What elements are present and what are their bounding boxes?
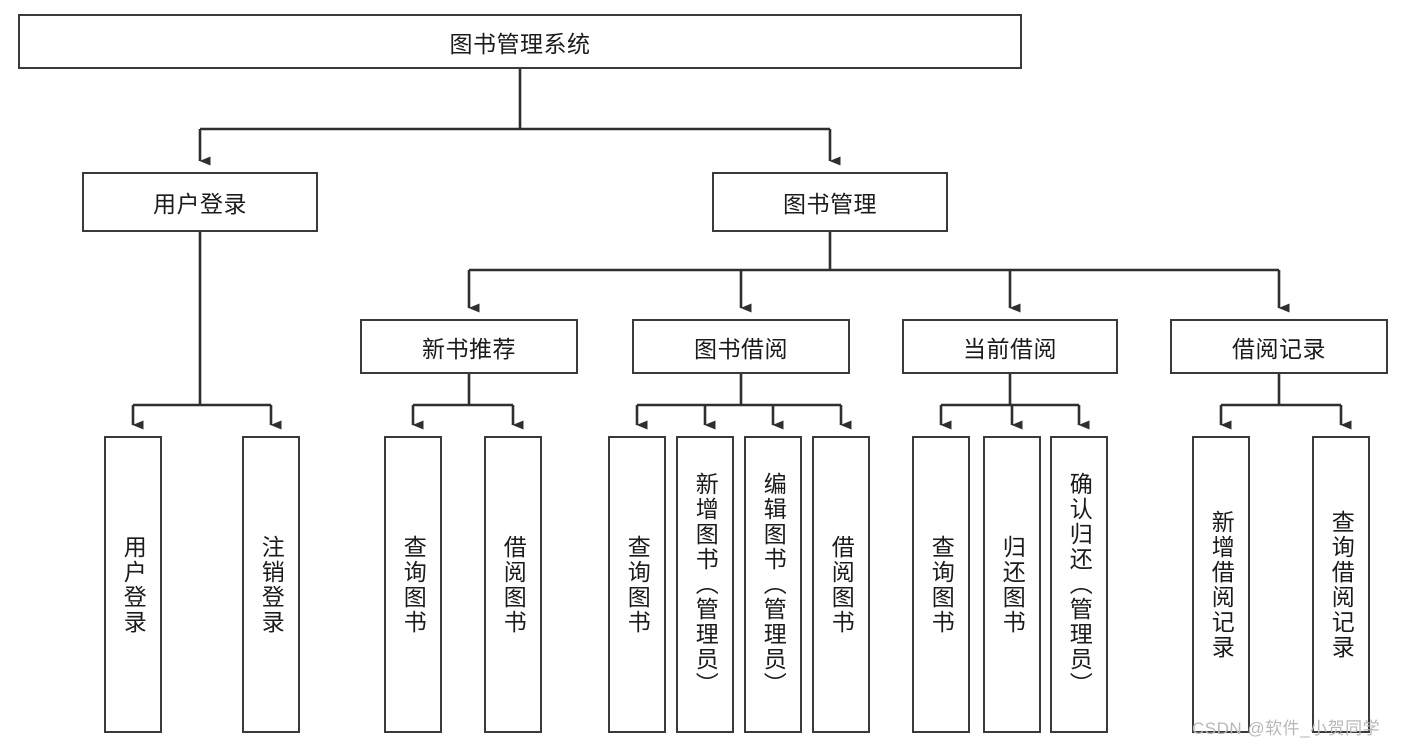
node-label: 新增图书（管理员） [692, 472, 719, 697]
leaf-record-add-record[interactable]: 新增借阅记录 [1192, 436, 1250, 733]
leaf-record-query-record[interactable]: 查询借阅记录 [1312, 436, 1370, 733]
node-book-borrow[interactable]: 图书借阅 [632, 319, 850, 374]
node-label: 注销登录 [258, 534, 285, 635]
node-root[interactable]: 图书管理系统 [18, 14, 1022, 69]
node-label: 借阅图书 [500, 534, 527, 635]
node-user-login[interactable]: 用户登录 [82, 172, 318, 232]
node-label: 查询借阅记录 [1328, 509, 1355, 660]
node-borrow-record[interactable]: 借阅记录 [1170, 319, 1388, 374]
node-label: 用户登录 [120, 534, 147, 635]
leaf-current-confirm-return[interactable]: 确认归还（管理员） [1050, 436, 1108, 733]
node-label: 当前借阅 [963, 335, 1057, 362]
node-label: 归还图书 [999, 534, 1026, 635]
node-label: 编辑图书（管理员） [760, 472, 787, 697]
leaf-user-login[interactable]: 用户登录 [104, 436, 162, 733]
node-label: 借阅记录 [1232, 335, 1326, 362]
node-label: 确认归还（管理员） [1066, 472, 1093, 697]
node-label: 用户登录 [153, 191, 247, 217]
node-label: 图书管理 [783, 191, 877, 217]
leaf-borrow-borrow-book[interactable]: 借阅图书 [812, 436, 870, 733]
leaf-newbook-borrow-book[interactable]: 借阅图书 [484, 436, 542, 733]
node-label: 借阅图书 [828, 534, 855, 635]
node-label: 查询图书 [624, 534, 651, 635]
node-label: 图书借阅 [694, 335, 788, 362]
leaf-newbook-query-book[interactable]: 查询图书 [384, 436, 442, 733]
node-book-management[interactable]: 图书管理 [712, 172, 948, 232]
node-label: 新增借阅记录 [1208, 509, 1235, 660]
node-new-book-recommend[interactable]: 新书推荐 [360, 319, 578, 374]
node-label: 新书推荐 [422, 335, 516, 362]
leaf-borrow-add-book[interactable]: 新增图书（管理员） [676, 436, 734, 733]
node-label: 查询图书 [400, 534, 427, 635]
node-current-borrow[interactable]: 当前借阅 [902, 319, 1118, 374]
leaf-logout[interactable]: 注销登录 [242, 436, 300, 733]
leaf-current-query-book[interactable]: 查询图书 [912, 436, 970, 733]
watermark: CSDN @软件_小贺同学 [1192, 719, 1381, 738]
node-label: 图书管理系统 [449, 30, 591, 57]
leaf-borrow-query-book[interactable]: 查询图书 [608, 436, 666, 733]
leaf-current-return-book[interactable]: 归还图书 [983, 436, 1041, 733]
leaf-borrow-edit-book[interactable]: 编辑图书（管理员） [744, 436, 802, 733]
node-label: 查询图书 [928, 534, 955, 635]
